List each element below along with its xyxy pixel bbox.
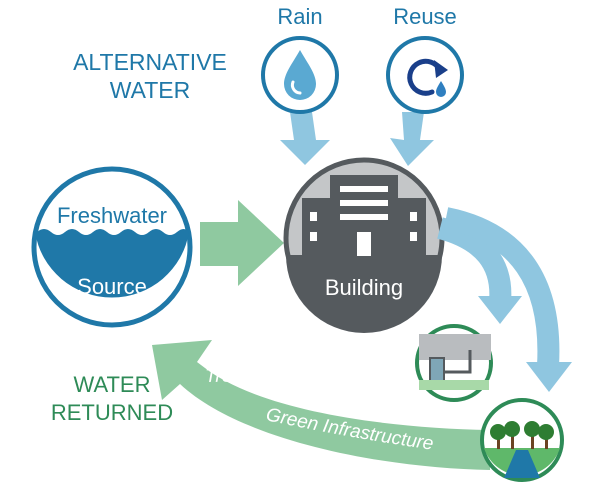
building-label: Building <box>325 275 403 300</box>
building-circle <box>283 157 445 333</box>
rain-icon-circle <box>261 36 339 114</box>
building-to-green-infra-arrow <box>443 207 560 367</box>
wastewater-treatment-circle <box>415 324 493 402</box>
building-to-wastewater-arrow <box>436 217 512 303</box>
freshwater-label: Freshwater <box>57 203 167 228</box>
water-returned-line1: WATER <box>74 372 151 397</box>
alternative-water-line2: WATER <box>110 77 191 103</box>
water-returned-arrow <box>152 340 490 470</box>
alternative-water-line1: ALTERNATIVE <box>73 49 227 75</box>
tree-icons <box>490 421 554 449</box>
source-to-building-arrow <box>200 200 284 286</box>
rain-to-building-arrow <box>280 112 330 165</box>
rain-label: Rain <box>277 4 322 29</box>
green-infrastructure-circle <box>480 398 564 482</box>
water-returned-line2: RETURNED <box>51 400 173 425</box>
building-icon <box>302 175 426 256</box>
water-drop-icon <box>284 50 316 100</box>
reuse-icon-circle <box>386 36 464 114</box>
reuse-to-building-arrow <box>390 112 434 166</box>
recycle-drop-icon <box>407 58 448 97</box>
green-infra-arrowhead <box>526 362 572 392</box>
wastewater-arrowhead <box>478 296 522 324</box>
freshwater-source-circle <box>31 166 193 328</box>
source-label: Source <box>77 274 147 299</box>
reuse-label: Reuse <box>393 4 457 29</box>
